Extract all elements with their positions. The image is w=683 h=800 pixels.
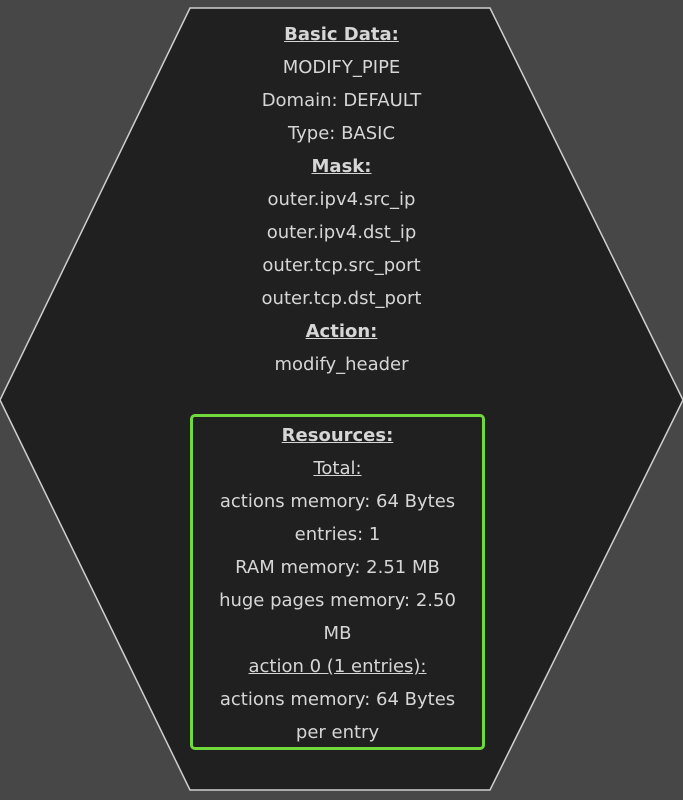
node-name: MODIFY_PIPE [282,57,401,78]
action0-heading: action 0 (1 entries): [248,656,427,677]
resources-box: Resources: Total: actions memory: 64 Byt… [190,414,485,750]
total-heading: Total: [313,458,362,479]
mask-heading: Mask: [311,156,372,177]
total-actions-memory: actions memory: 64 Bytes [219,491,456,512]
total-huge-pages-memory-unit: MB [323,623,352,644]
mask-field: outer.ipv4.src_ip [267,189,416,210]
mask-field: outer.tcp.dst_port [261,288,422,309]
node-type: Type: BASIC [287,123,396,144]
node-basic-data: Basic Data: MODIFY_PIPE Domain: DEFAULT … [0,18,683,381]
action-name: modify_header [274,354,409,375]
basic-data-heading: Basic Data: [284,24,399,45]
mask-field: outer.ipv4.dst_ip [266,222,417,243]
resources-heading: Resources: [281,425,394,446]
node-domain: Domain: DEFAULT [261,90,422,111]
total-huge-pages-memory: huge pages memory: 2.50 [219,590,456,611]
action0-memory: actions memory: 64 Bytes [219,689,456,710]
total-entries: entries: 1 [294,524,381,545]
action0-memory-suffix: per entry [295,722,380,743]
action-heading: Action: [305,321,378,342]
total-ram-memory: RAM memory: 2.51 MB [235,557,440,578]
mask-field: outer.tcp.src_port [262,255,421,276]
